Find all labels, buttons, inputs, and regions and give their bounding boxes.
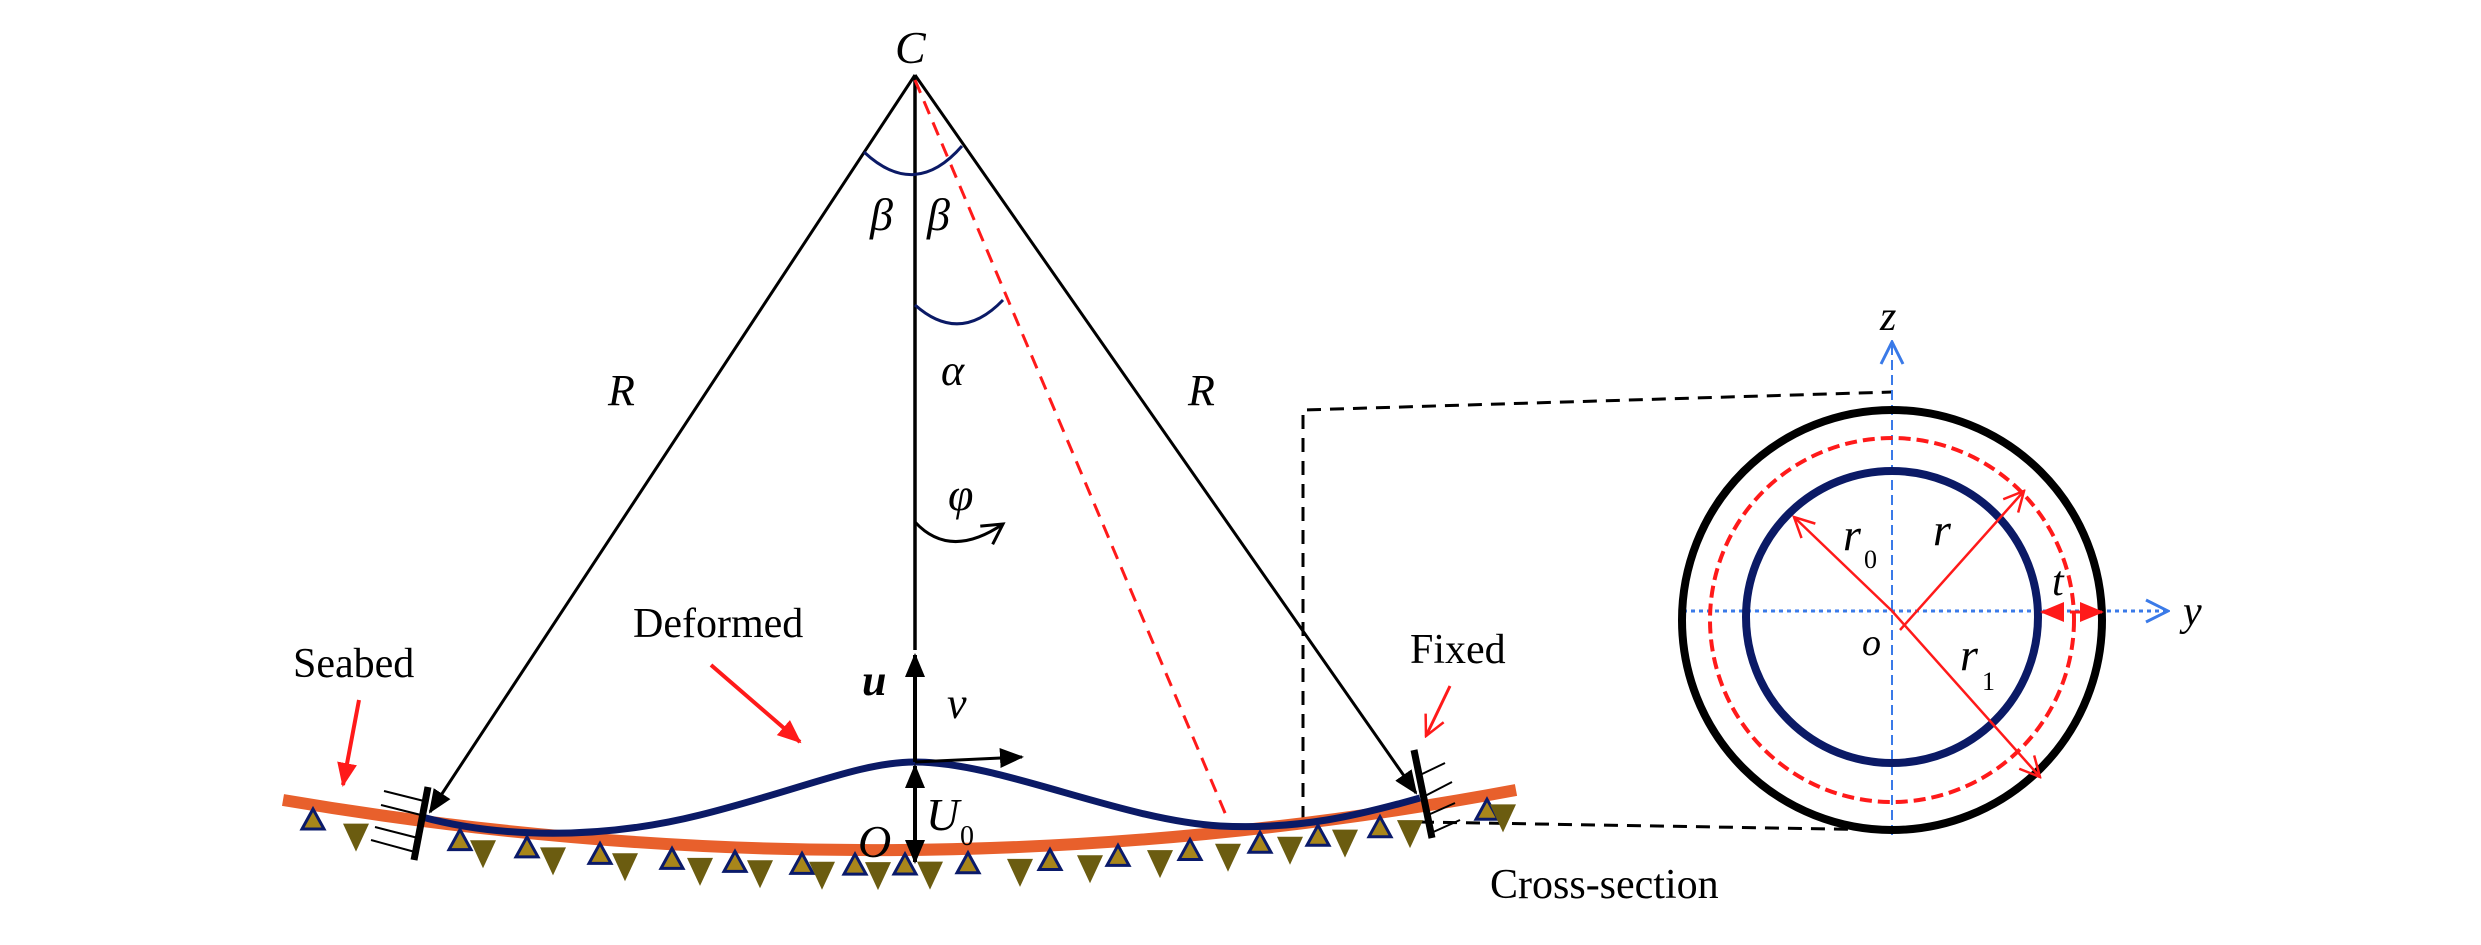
soil-triangle-down (865, 862, 891, 891)
cross-section: z y o r 0 r r 1 t (1678, 294, 2202, 835)
label-U0-subscript: 0 (960, 821, 974, 852)
label-r0: r (1843, 509, 1862, 560)
r0-arrow (1794, 517, 1893, 612)
label-r1: r (1960, 629, 1979, 680)
soil-triangle-up (586, 840, 614, 865)
soil-triangle-down (1147, 850, 1173, 879)
soil-triangle-down (1397, 820, 1423, 849)
soil-triangle-down (809, 861, 835, 890)
radius-line-left (428, 74, 917, 814)
soil-triangle-up (1176, 836, 1204, 861)
soil-triangle-down (1007, 858, 1033, 887)
radius-line-right (913, 74, 1418, 795)
label-beta-right: β (926, 189, 950, 240)
soil-triangle-down (612, 853, 638, 882)
soil-triangle-up (841, 850, 869, 876)
label-r0-subscript: 0 (1864, 545, 1877, 574)
soil-triangle-up (1036, 846, 1064, 872)
inner-wall (1742, 467, 2042, 767)
cross-section-connector-bottom (1419, 820, 1893, 832)
deformed-pipe (421, 758, 1421, 837)
soil-triangles (299, 796, 1516, 891)
v-arrow (914, 748, 1024, 769)
soil-triangle-down (1332, 829, 1358, 858)
soil-triangle-down (540, 847, 566, 876)
soil-triangle-down (687, 857, 713, 886)
soil-triangle-down (1277, 836, 1303, 865)
label-radius-right: R (1187, 366, 1215, 415)
soil-triangle-down (1215, 843, 1241, 872)
label-radius-left: R (607, 366, 635, 415)
soil-triangle-up (788, 850, 816, 875)
label-r1-subscript: 1 (1982, 667, 1995, 696)
label-z: z (1879, 294, 1896, 340)
soil-triangle-down (470, 840, 496, 869)
soil-triangle-up (299, 805, 327, 831)
label-cross-section: Cross-section (1490, 862, 1719, 908)
label-phi: φ (948, 469, 973, 520)
r-arrow (1899, 491, 2024, 631)
label-seabed: Seabed (293, 641, 414, 687)
beta-arc (862, 145, 964, 176)
phi-arc-arrow (913, 520, 1006, 546)
soil-triangle-up (1104, 842, 1132, 867)
soil-triangle-up (1246, 829, 1274, 854)
soil-triangle-up (658, 845, 686, 870)
fixed-support-left (370, 786, 432, 861)
soil-triangle-down (1490, 804, 1516, 833)
label-u: u (862, 656, 886, 705)
soil-triangle-down (1077, 855, 1103, 884)
soil-triangle-up (446, 826, 474, 852)
alpha-arc (914, 298, 1005, 326)
red-dashed-line (913, 79, 1230, 821)
label-beta-left: β (869, 189, 893, 240)
label-deformed: Deformed (633, 601, 803, 647)
fixed-arrow (1426, 685, 1452, 736)
soil-triangle-up (891, 850, 919, 876)
label-y: y (2179, 589, 2202, 635)
soil-triangle-down (343, 823, 369, 852)
soil-triangle-down (917, 861, 943, 890)
deformed-arrow (709, 663, 802, 744)
label-origin-O: O (858, 816, 891, 867)
label-fixed: Fixed (1410, 627, 1506, 673)
soil-triangle-up (721, 848, 749, 873)
soil-triangle-up (954, 849, 982, 875)
soil-triangle-up (513, 833, 541, 859)
label-U0: U (926, 789, 962, 840)
label-center-C: C (895, 22, 927, 73)
label-r: r (1933, 504, 1952, 555)
label-v: v (947, 679, 967, 728)
label-alpha: α (941, 346, 965, 395)
soil-triangle-up (1304, 822, 1332, 847)
label-t: t (2052, 559, 2065, 605)
mid-surface (1708, 436, 2076, 804)
soil-triangle-down (747, 860, 773, 889)
seabed-arrow (337, 699, 361, 787)
fixed-support-right (1410, 749, 1461, 839)
soil-triangle-up (1366, 813, 1394, 839)
r1-arrow (1891, 610, 2040, 777)
label-o: o (1862, 622, 1881, 664)
